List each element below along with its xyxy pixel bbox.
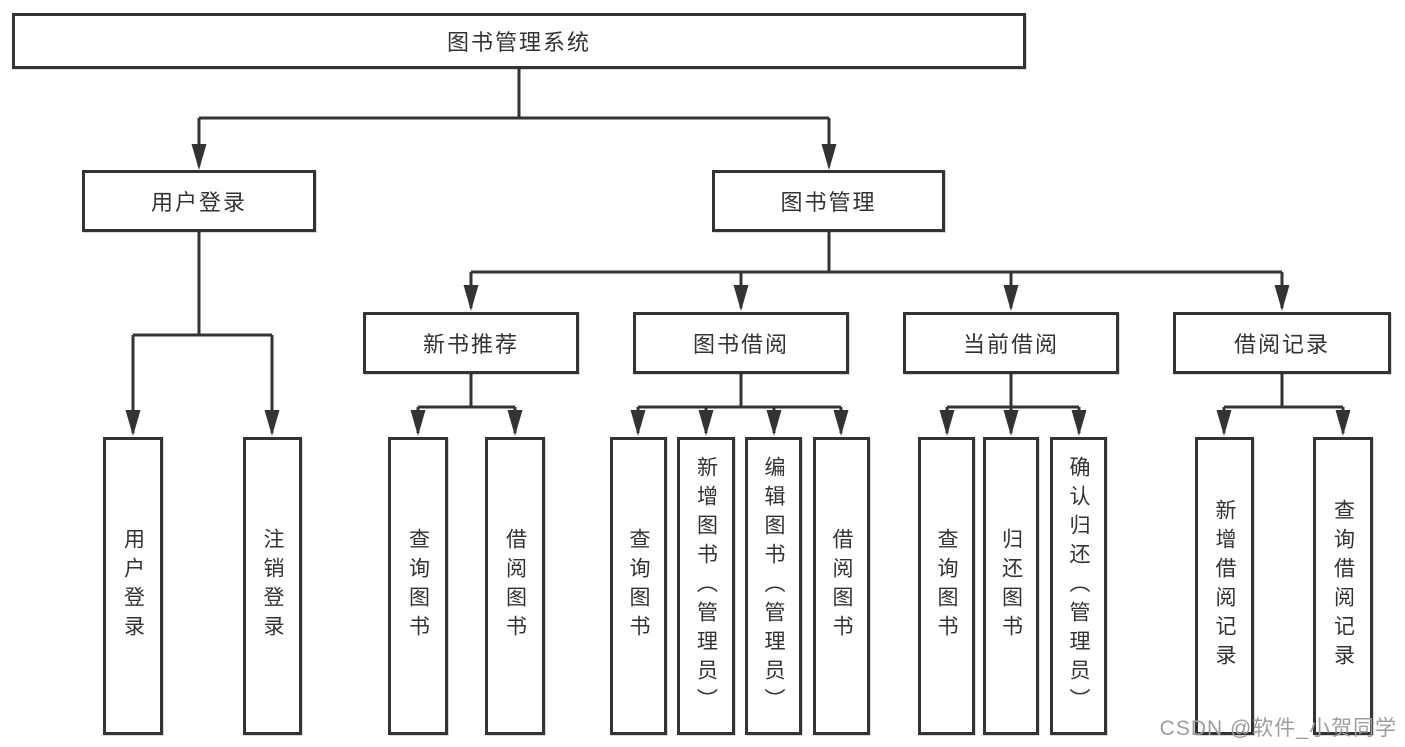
- leaf-query-borrow-record: 查询借阅记录: [1313, 437, 1373, 735]
- node-new-book-recommendation: 新书推荐: [363, 312, 579, 374]
- csdn-watermark: CSDN @软件_小贺同学: [1159, 717, 1397, 740]
- leaf-borrow-books: 借阅图书: [813, 437, 870, 735]
- leaf-query-books-current: 查询图书: [918, 437, 975, 735]
- connector-root-to-level2: [191, 68, 837, 170]
- connector-book-borrow-to-leaves: [630, 374, 849, 436]
- connector-borrow-record-to-leaves: [1216, 374, 1351, 436]
- leaf-add-books-admin: 新增图书（管理员）: [677, 437, 735, 735]
- leaf-return-books: 归还图书: [983, 437, 1039, 735]
- connector-book-mgmt-to-level3: [463, 232, 1290, 311]
- leaf-add-borrow-record: 新增借阅记录: [1195, 437, 1254, 735]
- leaf-query-books-borrow: 查询图书: [610, 437, 667, 735]
- node-library-management-system: 图书管理系统: [12, 13, 1026, 69]
- connector-new-book-rec-to-leaves: [410, 374, 523, 436]
- leaf-query-books-rec: 查询图书: [388, 437, 448, 735]
- node-user-login: 用户登录: [82, 170, 316, 232]
- leaf-user-login: 用户登录: [103, 437, 163, 735]
- connector-user-login-to-leaves: [125, 232, 280, 436]
- leaf-borrow-books-rec: 借阅图书: [485, 437, 545, 735]
- node-current-borrowing: 当前借阅: [903, 312, 1119, 374]
- leaf-edit-books-admin: 编辑图书（管理员）: [745, 437, 802, 735]
- leaf-confirm-return-admin: 确认归还（管理员）: [1050, 437, 1107, 735]
- leaf-logout: 注销登录: [243, 437, 302, 735]
- node-borrowing-records: 借阅记录: [1173, 312, 1391, 374]
- node-book-borrowing: 图书借阅: [633, 312, 849, 374]
- connector-current-borrow-to-leaves: [939, 374, 1087, 436]
- node-book-management: 图书管理: [712, 170, 945, 232]
